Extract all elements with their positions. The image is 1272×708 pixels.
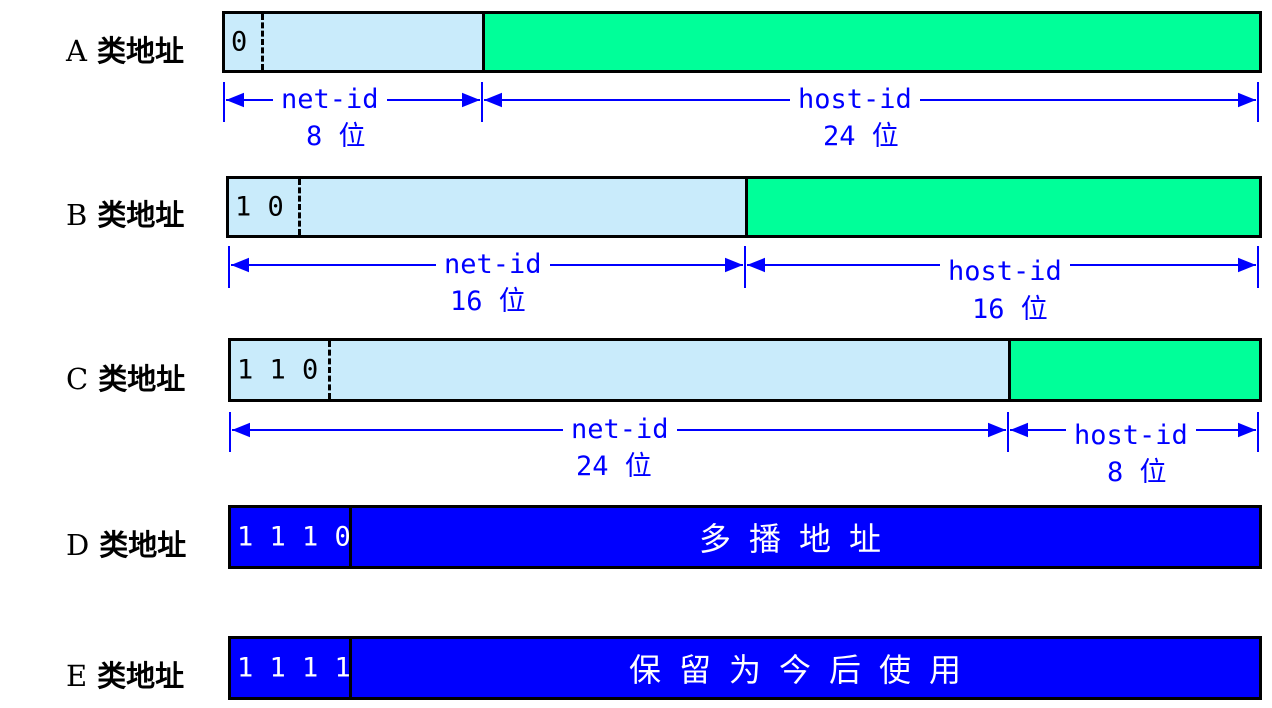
class-a-net-label: net-id [273, 86, 387, 113]
class-b-net-field [229, 179, 745, 235]
class-b-host-field [745, 179, 1259, 235]
class-a-net-bits: 8 位 [306, 121, 366, 152]
class-a-prefix-bits: 0 [231, 26, 248, 58]
class-c-net-field [231, 341, 1008, 399]
class-c-prefix-divider [328, 341, 331, 399]
class-c-host-label: host-id [1066, 422, 1196, 449]
class-c-bar: 1 1 0 [228, 338, 1262, 402]
class-a-host-label: host-id [790, 86, 920, 113]
class-e-bar: 1 1 1 1 保留为今后使用 [228, 636, 1262, 700]
class-b-net-label: net-id [436, 251, 550, 278]
class-a-host-bits: 24 位 [823, 121, 899, 152]
class-d-bar: 1 1 1 0 多播地址 [228, 505, 1262, 569]
class-d-description: 多播地址 [699, 520, 900, 558]
class-c-host-field [1008, 341, 1259, 399]
class-e-prefix-divider [349, 639, 352, 697]
class-b-net-bits: 16 位 [450, 286, 526, 317]
class-b-bar: 1 0 [226, 176, 1262, 238]
class-e-prefix-bits: 1 1 1 1 [237, 652, 351, 684]
class-c-host-bits: 8 位 [1107, 457, 1167, 488]
class-b-prefix-bits: 1 0 [235, 191, 284, 223]
class-b-host-bits: 16 位 [972, 294, 1048, 325]
class-b-host-label: host-id [940, 258, 1070, 285]
class-c-prefix-bits: 1 1 0 [237, 354, 319, 386]
class-a-net-field [225, 14, 482, 70]
class-d-prefix-divider [349, 508, 352, 566]
class-e-description: 保留为今后使用 [629, 651, 980, 689]
class-d-prefix-bits: 1 1 1 0 [237, 521, 351, 553]
class-c-net-bits: 24 位 [576, 451, 652, 482]
class-a-host-field [482, 14, 1259, 70]
class-c-net-label: net-id [563, 416, 677, 443]
class-a-prefix-divider [261, 14, 264, 70]
class-a-bar: 0 [222, 11, 1262, 73]
class-b-prefix-divider [298, 179, 301, 235]
